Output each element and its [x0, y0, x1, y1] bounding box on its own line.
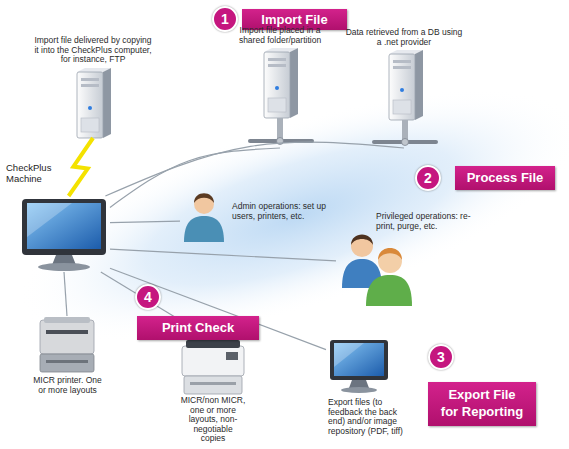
user-node: Admin operations: set up users, printers… [180, 190, 228, 242]
monitor-stand [349, 380, 369, 388]
monitor-base [341, 387, 377, 393]
paper-tray [40, 354, 94, 372]
server-caption: Data retrieved from a DB using a .net pr… [344, 28, 464, 47]
connector-line [110, 221, 180, 222]
step-badge: 4Print Check [135, 284, 260, 342]
monitor-screen [334, 343, 384, 376]
person-body [184, 216, 224, 242]
background-glow [0, 36, 569, 393]
printer-body [40, 320, 94, 354]
tray-handle [190, 382, 236, 385]
paper-tray [184, 376, 242, 394]
printer-node: MICR/non MICR, one or more layouts, non-… [178, 338, 248, 396]
monitor-screen [27, 203, 101, 249]
export-caption: Export files (to feedback the back end) … [328, 398, 408, 436]
server-node: Import file placed in a shared folder/pa… [248, 48, 312, 148]
printer-caption: MICR/non MICR, one or more layouts, non-… [180, 396, 246, 444]
paper-slot [46, 330, 88, 334]
connector-line [110, 268, 326, 349]
server-icon [77, 68, 111, 138]
step-badge: 3Export File for Reporting [426, 344, 538, 428]
network-hub [402, 139, 409, 146]
workstation-node: CheckPlus Machine [18, 196, 110, 272]
server-caption: Import file placed in a shared folder/pa… [230, 26, 330, 45]
person-head [194, 194, 214, 214]
screen-glare [27, 203, 72, 237]
person-hair [378, 248, 402, 260]
connector-line [110, 249, 336, 261]
monitor-bezel [330, 340, 388, 380]
printer-caption: MICR printer. One or more layouts [30, 376, 105, 395]
person-body [366, 275, 412, 306]
server-icon [264, 48, 298, 118]
server-node: Data retrieved from a DB using a .net pr… [372, 50, 436, 148]
step-label: Export File for Reporting [428, 382, 536, 426]
person-hair [351, 235, 373, 246]
user-caption: Privileged operations: re-print, purge, … [376, 212, 476, 231]
printer-top [186, 340, 240, 348]
user-caption: Admin operations: set up users, printers… [232, 202, 332, 221]
step-label: Process File [455, 166, 555, 190]
printer-body [182, 346, 244, 376]
step-label: Print Check [137, 316, 259, 340]
connector-line [110, 148, 280, 207]
monitor-base [38, 263, 90, 271]
person-head [351, 235, 373, 257]
workstation-node: Export files (to feedback the back end) … [326, 338, 390, 396]
connector-line [64, 272, 67, 316]
user-group-node: Privileged operations: re-print, purge, … [336, 224, 414, 306]
step-number: 1 [212, 6, 238, 32]
connector-line [105, 142, 404, 196]
server-node: Import file delivered by copying it into… [75, 68, 111, 138]
server-stand [277, 118, 283, 140]
monitor-bezel [22, 199, 106, 255]
printer-top [44, 317, 90, 323]
step-number: 3 [428, 344, 454, 370]
step-number: 2 [415, 165, 441, 191]
lightning-connector [69, 138, 93, 196]
server-icon [389, 50, 423, 120]
step-number: 4 [135, 284, 161, 310]
machine-label: CheckPlus Machine [6, 162, 58, 184]
person-head [378, 249, 402, 273]
control-panel [226, 352, 238, 360]
tray-handle [46, 360, 88, 363]
step-badge: 2 Process File [415, 163, 557, 193]
person-hair [194, 193, 214, 203]
server-caption: Import file delivered by copying it into… [32, 36, 154, 65]
server-stand [402, 120, 408, 141]
screen-glare [334, 343, 364, 367]
printer-node: MICR printer. One or more layouts [36, 316, 98, 374]
